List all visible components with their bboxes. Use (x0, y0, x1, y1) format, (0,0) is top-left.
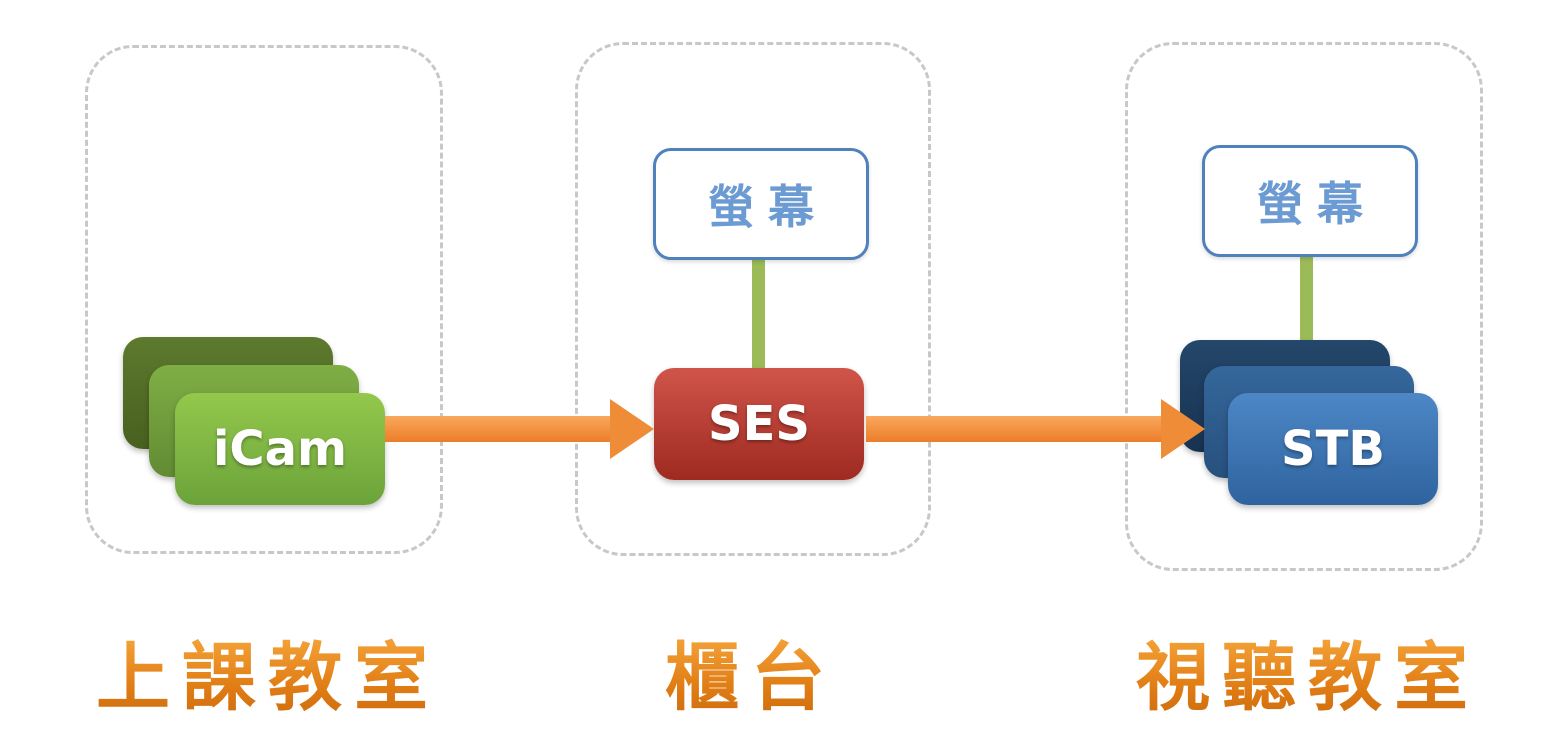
counter-screen-box: 螢幕 (653, 148, 869, 260)
stb-card-front: STB (1228, 393, 1438, 505)
counter-group-box (575, 42, 931, 556)
ses-label: SES (708, 396, 810, 452)
classroom-caption: 上課教室 (96, 618, 440, 725)
counter-caption: 櫃台 (665, 618, 837, 725)
arrow-icam-to-ses-shaft (385, 416, 613, 442)
ses-card: SES (654, 368, 864, 480)
av-room-screen-box: 螢幕 (1202, 145, 1418, 257)
connector-screen-to-ses (752, 252, 765, 372)
av-room-screen-label: 螢幕 (1257, 177, 1377, 231)
counter-screen-label: 螢幕 (708, 180, 828, 234)
stb-label: STB (1281, 421, 1385, 477)
classroom-group-box (85, 45, 443, 554)
arrow-ses-to-stb-head-icon (1161, 399, 1205, 459)
av-room-caption: 視聽教室 (1136, 618, 1480, 725)
arrow-icam-to-ses-head-icon (610, 399, 654, 459)
av-room-group-box (1125, 42, 1483, 571)
icam-label: iCam (212, 421, 348, 477)
arrow-ses-to-stb-shaft (866, 416, 1164, 442)
icam-card-front: iCam (175, 393, 385, 505)
